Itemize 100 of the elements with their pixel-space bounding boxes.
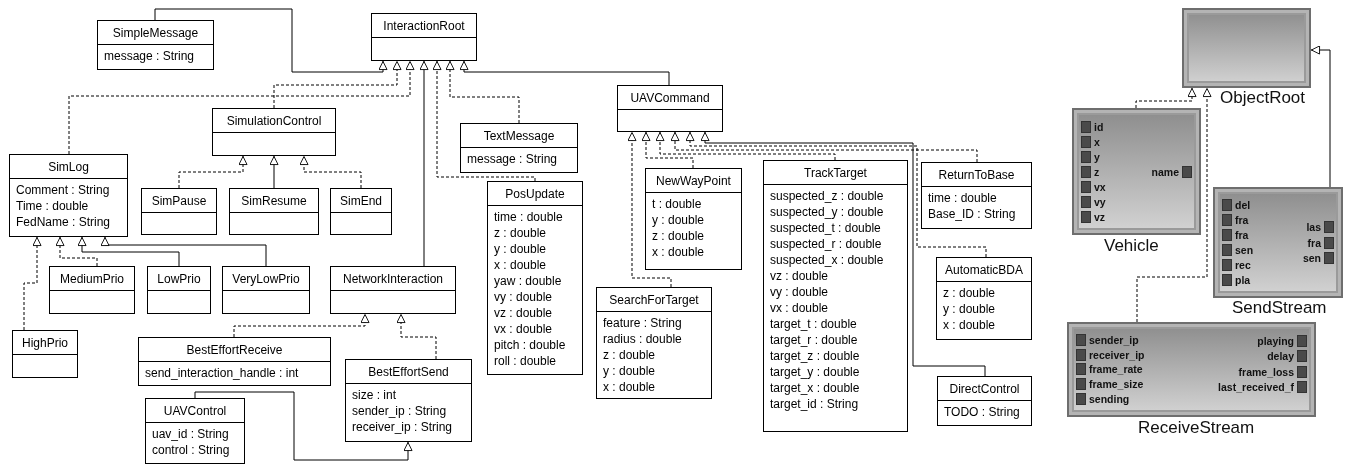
class-box	[141, 188, 217, 235]
class-name: TrackTarget	[764, 161, 907, 185]
attribute-text: sender_ip : String	[352, 403, 447, 419]
class-box	[212, 108, 336, 156]
class-name: SearchForTarget	[597, 288, 711, 312]
attribute-text: suspected_t : double	[770, 220, 881, 236]
inheritance-arrow	[685, 131, 987, 258]
field-name: playing	[1257, 334, 1294, 347]
class-name: SimEnd	[331, 189, 391, 213]
class-name: NewWayPoint	[646, 169, 741, 193]
attribute-text: size : int	[352, 387, 396, 403]
attribute-text: target_x : double	[770, 380, 860, 396]
inheritance-arrow	[77, 236, 180, 267]
class-box	[460, 123, 578, 173]
class-box	[645, 168, 742, 270]
inheritance-arrow	[641, 131, 694, 169]
class-box	[345, 359, 472, 442]
class-name: SimResume	[230, 189, 318, 213]
field-name: x	[1094, 135, 1100, 148]
inheritance-arrow	[396, 313, 437, 360]
field-name: frame_rate	[1089, 363, 1143, 376]
field-name: y	[1094, 150, 1100, 163]
class-box	[330, 188, 392, 235]
attribute-text: suspected_r : double	[770, 236, 882, 252]
field-name: vy	[1094, 195, 1106, 208]
field-name: fra	[1235, 214, 1249, 227]
attribute-text: feature : String	[603, 315, 682, 331]
attribute-text: x : double	[603, 379, 656, 395]
inheritance-arrow	[1135, 87, 1197, 109]
class-box	[371, 13, 477, 61]
attribute-text: x : double	[494, 257, 547, 273]
field-name: receiver_ip	[1089, 348, 1145, 361]
class-box	[145, 398, 245, 464]
class-box	[12, 330, 78, 378]
inheritance-arrow	[233, 313, 370, 338]
inheritance-arrow	[670, 131, 978, 163]
attribute-text: vz : double	[770, 268, 829, 284]
class-box	[617, 85, 723, 132]
class-box	[49, 266, 135, 314]
field-name: fra	[1307, 236, 1321, 249]
attribute-text: t : double	[652, 196, 702, 212]
attribute-text: TODO : String	[944, 404, 1020, 420]
field-name: last_received_f	[1218, 381, 1294, 394]
class-name: ReceiveStream	[1138, 418, 1255, 438]
class-name: TextMessage	[461, 124, 577, 148]
inheritance-arrow	[419, 60, 429, 267]
attribute-text: suspected_z : double	[770, 188, 884, 204]
field-name: sending	[1089, 392, 1130, 405]
class-box	[97, 20, 214, 70]
attribute-text: z : double	[603, 347, 656, 363]
attribute-text: target_id : String	[770, 396, 859, 412]
field-name: del	[1235, 199, 1251, 212]
class-name: PosUpdate	[488, 182, 582, 206]
inheritance-arrow	[1310, 45, 1331, 188]
class-box	[222, 266, 310, 314]
field-name: frame_size	[1089, 378, 1144, 391]
class-name: SimulationControl	[213, 109, 335, 133]
attribute-text: roll : double	[494, 353, 557, 369]
class-box	[921, 162, 1032, 229]
attribute-text: suspected_y : double	[770, 204, 884, 220]
attribute-text: y : double	[494, 241, 547, 257]
object-class-panel	[1072, 108, 1201, 235]
field-name: z	[1094, 165, 1100, 178]
class-name: SimpleMessage	[98, 21, 213, 45]
inheritance-arrow	[23, 236, 42, 331]
field-name: frame_loss	[1238, 365, 1294, 378]
attribute-text: vy : double	[494, 289, 553, 305]
class-name: DirectControl	[938, 377, 1031, 401]
class-name: InteractionRoot	[372, 14, 476, 38]
field-name: vz	[1094, 210, 1106, 223]
class-box	[330, 266, 456, 314]
attribute-text: x : double	[652, 244, 705, 260]
attribute-text: target_t : double	[770, 316, 857, 332]
attribute-text: target_r : double	[770, 332, 858, 348]
field-name: sen	[1235, 243, 1254, 256]
field-name: sender_ip	[1089, 334, 1139, 347]
attribute-text: receiver_ip : String	[352, 419, 453, 435]
field-name: sen	[1302, 252, 1321, 264]
class-name: NetworkInteraction	[331, 267, 455, 291]
attribute-text: uav_id : String	[152, 426, 229, 442]
attribute-text: send_interaction_handle : int	[145, 365, 299, 381]
inheritance-arrow	[194, 391, 413, 461]
inheritance-arrow	[655, 131, 836, 161]
attribute-text: y : double	[652, 212, 705, 228]
attribute-text: yaw : double	[494, 273, 562, 289]
inheritance-arrow	[299, 155, 362, 189]
class-name: Vehicle	[1104, 236, 1159, 256]
field-name: pla	[1235, 273, 1251, 286]
attribute-text: x : double	[943, 317, 996, 333]
field-name: id	[1094, 120, 1104, 133]
attribute-text: time : double	[928, 190, 997, 206]
field-name: fra	[1235, 229, 1249, 242]
attribute-text: y : double	[943, 301, 996, 317]
attribute-text: vx : double	[494, 321, 553, 337]
field-name: rec	[1235, 258, 1251, 271]
attribute-text: message : String	[467, 151, 558, 167]
inheritance-arrow	[178, 155, 248, 189]
class-box	[147, 266, 211, 314]
class-name: SendStream	[1232, 298, 1327, 318]
attribute-text: Comment : String	[16, 182, 110, 198]
